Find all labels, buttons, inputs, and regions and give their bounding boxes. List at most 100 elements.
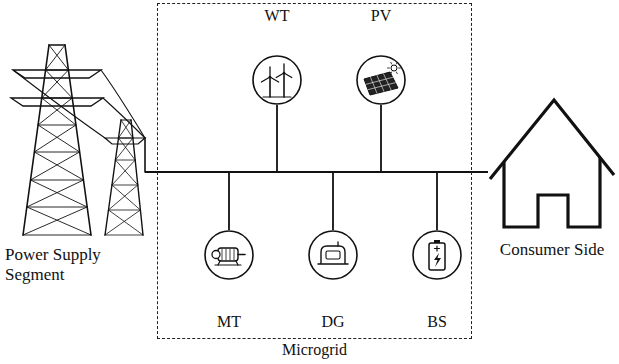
generator-panel bbox=[326, 251, 340, 259]
node-label: WT bbox=[265, 7, 290, 25]
turbine-shaft bbox=[238, 254, 245, 256]
tower-lattice bbox=[34, 152, 79, 153]
tower-lattice bbox=[118, 138, 135, 160]
cooling-fin bbox=[234, 249, 235, 260]
turbine-blade bbox=[276, 73, 284, 78]
house-roof bbox=[490, 100, 614, 179]
cooling-fin bbox=[230, 249, 231, 260]
tower-lattice bbox=[105, 235, 143, 236]
tower-lattice bbox=[115, 160, 137, 185]
tower-arm bbox=[105, 138, 145, 144]
consumer-house: Consumer Side bbox=[488, 95, 616, 275]
house-icon bbox=[490, 100, 614, 227]
tower-lattice bbox=[38, 125, 80, 152]
tower-lattice bbox=[121, 120, 133, 138]
turbine-blade bbox=[269, 67, 270, 77]
panel-grid bbox=[371, 77, 378, 93]
sun-ray bbox=[391, 62, 392, 64]
sun-ray bbox=[396, 62, 397, 64]
turbine-blade bbox=[270, 77, 279, 82]
turbine-intake bbox=[212, 251, 220, 259]
sun-ray bbox=[396, 72, 397, 74]
tower-lattice bbox=[27, 207, 87, 208]
tower-lattice bbox=[112, 185, 138, 186]
diesel-generator-icon bbox=[318, 242, 348, 264]
tower-lattice bbox=[31, 180, 84, 181]
turbine-mast bbox=[269, 77, 271, 97]
node-label: MT bbox=[217, 313, 241, 331]
sun-ray bbox=[391, 72, 392, 74]
tower-arm bbox=[11, 98, 103, 106]
exhaust-pipe bbox=[337, 242, 338, 246]
power-supply-node: Power Supply Segment bbox=[5, 40, 145, 295]
turbine-base bbox=[215, 264, 241, 265]
panel-body bbox=[364, 72, 398, 95]
tower-lattice bbox=[108, 210, 143, 235]
turbine-mast bbox=[283, 73, 285, 97]
wind-turbine-icon bbox=[261, 64, 291, 97]
power-line bbox=[229, 172, 488, 230]
node-circle bbox=[253, 56, 301, 104]
tower-lattice bbox=[46, 70, 73, 98]
tower-lattice bbox=[31, 180, 88, 207]
ground-line bbox=[263, 96, 291, 97]
photovoltaic-node: PV bbox=[356, 55, 406, 105]
node-label: Consumer Side bbox=[500, 240, 604, 260]
turbine-blade bbox=[284, 73, 292, 78]
node-label: Microgrid bbox=[282, 341, 347, 359]
tower-lattice bbox=[108, 210, 140, 211]
tower-lattice bbox=[27, 207, 91, 235]
tower-lattice bbox=[115, 160, 135, 161]
node-label: PV bbox=[371, 7, 391, 25]
node-circle bbox=[205, 231, 253, 279]
tower-lattice bbox=[31, 152, 80, 180]
node-illustration bbox=[252, 55, 302, 105]
cooling-fin bbox=[226, 249, 227, 260]
microgrid-region: MicrogridWTPVMTDGBS bbox=[157, 3, 472, 339]
battery-icon bbox=[429, 240, 445, 270]
generator-base bbox=[318, 263, 348, 265]
panel-grid bbox=[377, 76, 384, 92]
tower-lattice bbox=[49, 45, 68, 70]
node-circle bbox=[357, 56, 405, 104]
tower-lattice bbox=[38, 125, 76, 126]
sun-ray bbox=[388, 68, 390, 69]
generator-body bbox=[321, 246, 345, 264]
tower-lattice bbox=[46, 45, 65, 70]
panel-grid bbox=[366, 77, 393, 84]
turbine-stand bbox=[218, 261, 220, 265]
battery-storage-node: BS bbox=[412, 230, 462, 280]
turbine-blade bbox=[283, 64, 284, 73]
transmission-towers bbox=[11, 45, 145, 235]
battery-terminal bbox=[434, 240, 440, 243]
node-illustration bbox=[412, 230, 462, 280]
tower-lattice bbox=[34, 125, 76, 152]
house-walls bbox=[504, 157, 600, 227]
sun-ray bbox=[399, 68, 401, 69]
solar-panel-icon bbox=[364, 62, 401, 95]
turbine-blade bbox=[261, 77, 270, 82]
power-wire bbox=[103, 98, 145, 138]
tower-lattice bbox=[108, 185, 137, 210]
panel-grid bbox=[368, 83, 395, 90]
node-circle bbox=[413, 231, 461, 279]
cooling-fin bbox=[222, 249, 223, 260]
power-wire bbox=[101, 70, 145, 138]
turbine-hub bbox=[283, 72, 286, 75]
turbine-hub bbox=[269, 76, 272, 79]
node-label: Power Supply Segment bbox=[5, 245, 125, 284]
tower-top bbox=[49, 44, 65, 45]
tower-lattice bbox=[27, 180, 84, 207]
tower-lattice bbox=[23, 235, 91, 236]
microturbine-icon bbox=[212, 248, 245, 265]
microturbine-node: MT bbox=[204, 230, 254, 280]
wind-turbine-node: WT bbox=[252, 55, 302, 105]
plus-sign bbox=[435, 248, 440, 249]
turbine-stand bbox=[236, 261, 238, 265]
tower-lattice bbox=[42, 98, 76, 125]
power-wire bbox=[13, 70, 105, 138]
battery-case bbox=[429, 243, 445, 270]
turbine-body bbox=[218, 248, 238, 261]
